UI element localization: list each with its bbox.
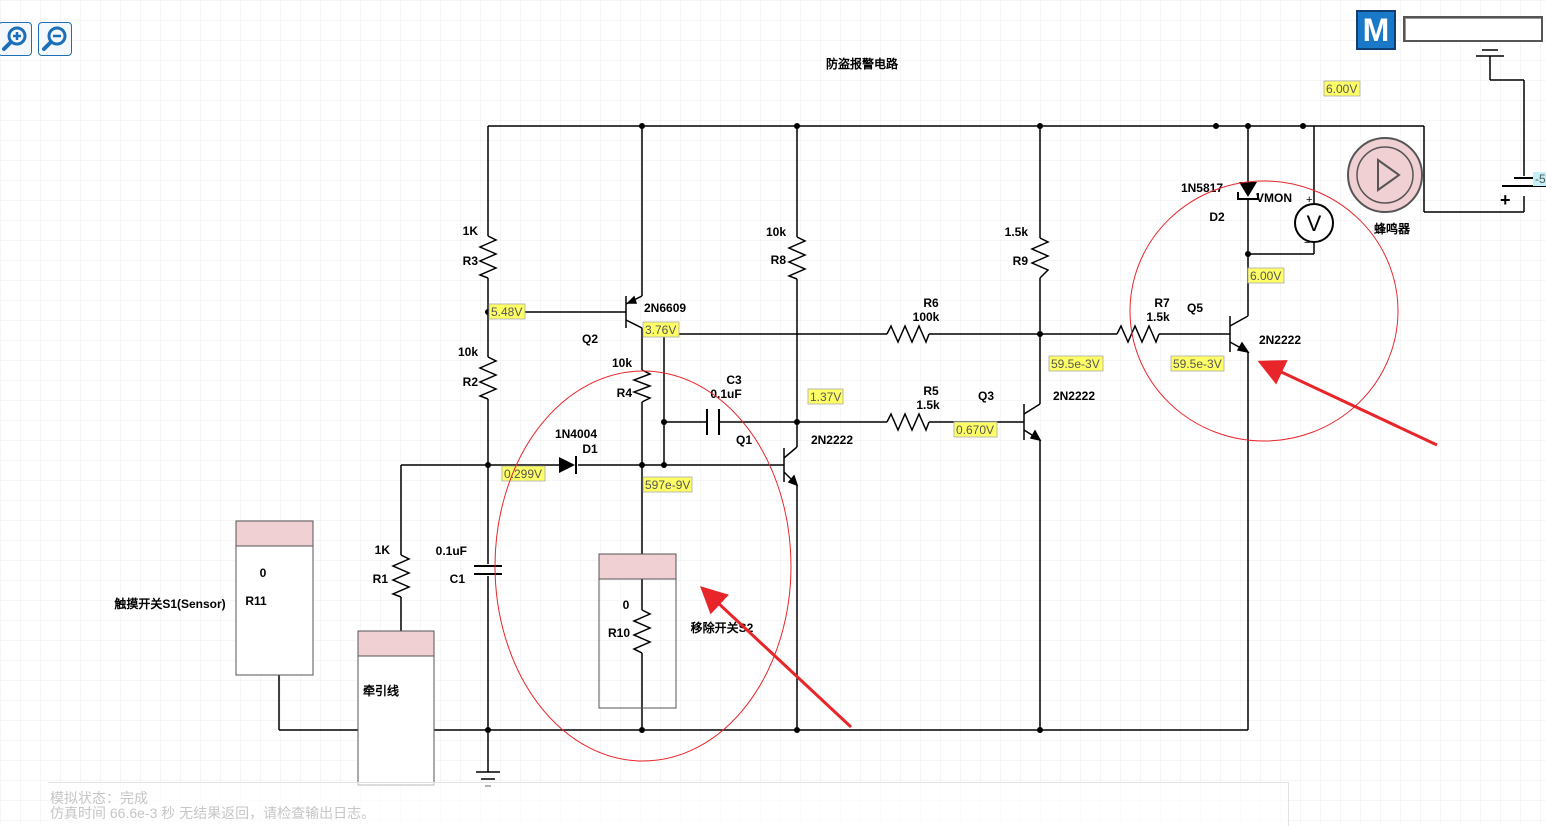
c1-value: 0.1uF (436, 544, 467, 558)
d2-value: 1N5817 (1181, 181, 1223, 195)
probe-q5-collector: 6.00V (1250, 269, 1281, 283)
r11-ref: R11 (245, 594, 267, 608)
d1-ref: D1 (582, 442, 598, 456)
resistor-r7 (1116, 324, 1160, 344)
r5-value: 1.5k (916, 398, 940, 412)
r7-ref: R7 (1154, 296, 1170, 310)
r1-value: 1K (375, 543, 391, 557)
app-logo: M (1356, 10, 1396, 50)
diode-d2 (1237, 182, 1259, 200)
resistor-r8 (787, 236, 807, 280)
status-panel: 模拟状态：完成 仿真时间 66.6e-3 秒 无结果返回，请检查输出日志。 (48, 782, 1289, 826)
resistor-r10 (632, 609, 652, 654)
buzzer-icon[interactable] (1347, 137, 1423, 213)
q3-value: 2N2222 (1053, 389, 1095, 403)
r7-value: 1.5k (1146, 310, 1170, 324)
r3-ref: R3 (463, 254, 479, 268)
r4-ref: R4 (617, 386, 633, 400)
resistor-r6 (886, 324, 930, 344)
red-annotations (494, 180, 1438, 762)
buzzer-label: 蜂鸣器 (1374, 221, 1411, 236)
svg-text:−: − (1304, 237, 1310, 249)
resistor-r1 (391, 554, 411, 598)
c1-ref: C1 (450, 572, 466, 586)
c3-value: 0.1uF (710, 387, 741, 401)
probe-r3-r2: 5.48V (491, 305, 522, 319)
resistor-r4 (631, 369, 653, 403)
remove-switch-box (598, 553, 677, 709)
r10-value: 0 (623, 598, 630, 612)
c3-ref: C3 (726, 373, 742, 387)
resistor-r9 (1030, 237, 1050, 279)
probe-supply: 6.00V (1326, 82, 1357, 96)
r8-value: 10k (766, 225, 786, 239)
r4-value: 10k (612, 356, 632, 370)
q5-ref: Q5 (1187, 301, 1203, 315)
battery-icon: + -5 (1500, 172, 1546, 210)
zoom-out-button[interactable] (38, 22, 72, 56)
transistor-q5 (1229, 315, 1250, 354)
sensor-switch-label: 触摸开关S1(Sensor) (114, 596, 225, 611)
svg-text:+: + (1500, 190, 1511, 210)
transistor-q3 (1023, 403, 1042, 442)
r1-ref: R1 (373, 572, 389, 586)
svg-text:+: + (1306, 194, 1312, 206)
r6-ref: R6 (923, 296, 939, 310)
q1-value: 2N2222 (811, 433, 853, 447)
probe-r8: 1.37V (810, 390, 841, 404)
q2-ref: Q2 (582, 332, 598, 346)
diode-d1 (559, 456, 577, 474)
probe-d1: 0.299V (504, 467, 542, 481)
r10-ref: R10 (608, 626, 630, 640)
pull-wire-box (357, 630, 435, 786)
probe-q5-base: 59.5e-3V (1173, 357, 1222, 371)
zoom-out-icon (42, 26, 67, 51)
r9-ref: R9 (1013, 254, 1029, 268)
r9-value: 1.5k (1005, 225, 1029, 239)
capacitor-c3 (706, 409, 720, 435)
vmon-label: VMON (1256, 191, 1292, 205)
remove-switch-label: 移除开关S2 (691, 620, 754, 635)
q1-ref: Q1 (736, 433, 752, 447)
top-right-input[interactable] (1403, 16, 1543, 42)
transistor-q1 (783, 446, 799, 487)
wires (278, 49, 1525, 787)
transistor-q2 (625, 295, 643, 329)
d1-value: 1N4004 (555, 427, 597, 441)
r6-value: 100k (913, 310, 940, 324)
sensor-switch-box (235, 520, 314, 676)
circuit-title: 防盗报警电路 (826, 56, 899, 71)
r2-ref: R2 (463, 375, 479, 389)
status-line-1: 模拟状态：完成 (50, 790, 148, 806)
resistor-r5 (886, 412, 930, 432)
r8-ref: R8 (771, 253, 787, 267)
r3-value: 1K (463, 224, 479, 238)
status-line-2: 仿真时间 66.6e-3 秒 无结果返回，请检查输出日志。 (50, 805, 376, 821)
probe-q3-collector: 59.5e-3V (1051, 357, 1100, 371)
svg-text:V: V (1307, 211, 1322, 236)
zoom-in-button[interactable] (0, 22, 32, 56)
probe-q1-base: 597e-9V (645, 478, 690, 492)
q2-value: 2N6609 (644, 301, 686, 315)
capacitor-c1 (474, 565, 502, 575)
zoom-in-icon (2, 26, 27, 51)
probe-q3-base: 0.670V (956, 423, 994, 437)
battery-probe: -5 (1535, 172, 1546, 186)
pull-wire-label: 牵引线 (363, 683, 399, 698)
r5-ref: R5 (923, 384, 939, 398)
voltmeter-icon[interactable]: V + − (1294, 194, 1334, 249)
d2-ref: D2 (1209, 210, 1225, 224)
resistor-r2 (478, 356, 498, 400)
q5-value: 2N2222 (1259, 333, 1301, 347)
r11-value: 0 (260, 566, 267, 580)
r2-value: 10k (458, 345, 478, 359)
probe-q2-collector: 3.76V (645, 323, 676, 337)
q3-ref: Q3 (978, 389, 994, 403)
resistor-r3 (478, 235, 498, 279)
